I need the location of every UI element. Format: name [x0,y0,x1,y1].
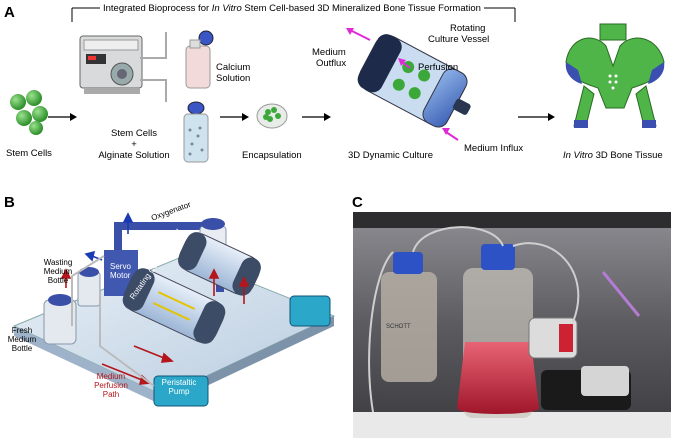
bone-tissue-label: In Vitro 3D Bone Tissue [563,150,663,161]
syringe-pump-device [79,32,167,102]
perfusion-path-label-1: Medium [96,372,126,381]
medium-outflux-label-1: Medium [312,47,346,58]
alginate-bottle-icon [183,101,209,163]
arrow-right-icon [302,113,331,121]
rotating-vessel-label-2: Culture Vessel [428,34,490,45]
wasting-label-1: Wasting [43,258,73,267]
medium-influx-label: Medium Influx [464,143,524,154]
pump-label-1: Peristaltic [161,378,197,387]
stem-alginate-label-2: Alginate Solution [98,150,170,161]
panel-c-letter: C [352,194,363,211]
arrow-right-icon [48,113,77,121]
perfusion-path-label-2: Perfusion [94,381,128,390]
stem-alginate-label-1: Stem Cells [111,128,157,139]
bioreactor-system-illustration [12,212,336,407]
encapsulation-dish-icon [256,103,288,129]
perfusion-path-label-3: Path [102,390,120,399]
medium-outflux-label-2: Outflux [316,58,347,69]
rotating-vessel-label-1: Rotating [450,23,486,34]
dynamic-culture-label: 3D Dynamic Culture [348,150,433,161]
encapsulation-label: Encapsulation [242,150,302,161]
servo-label-2: Motor [110,271,131,280]
wasting-label-2: Medium [43,267,73,276]
rotating-culture-vessel [346,28,471,141]
pump-label-2: Pump [168,387,190,396]
wasting-label-3: Bottle [47,276,69,285]
stem-cells-label: Stem Cells [6,148,52,159]
stem-cells-illustration [10,90,48,135]
panel-a-letter: A [4,4,15,21]
calcium-label-1: Calcium [216,62,251,73]
arrow-right-icon [220,113,249,121]
schott-label: SCHOTT [386,324,411,330]
fresh-label-1: Fresh [11,326,33,335]
calcium-bottle-icon [185,30,214,89]
bone-tissue-pelvis-illustration [565,23,665,128]
arrow-right-icon [518,113,555,121]
fresh-label-3: Bottle [11,344,33,353]
perfusion-label: Perfusion [418,62,459,73]
stem-alginate-plus: + [131,139,137,150]
servo-label-1: Servo [110,262,131,271]
bioreactor-photo [353,212,671,438]
banner-title: Integrated Bioprocess for In Vitro Stem … [100,3,484,14]
panel-b-letter: B [4,194,15,211]
fresh-label-2: Medium [7,335,37,344]
calcium-label-2: Solution [216,73,251,84]
